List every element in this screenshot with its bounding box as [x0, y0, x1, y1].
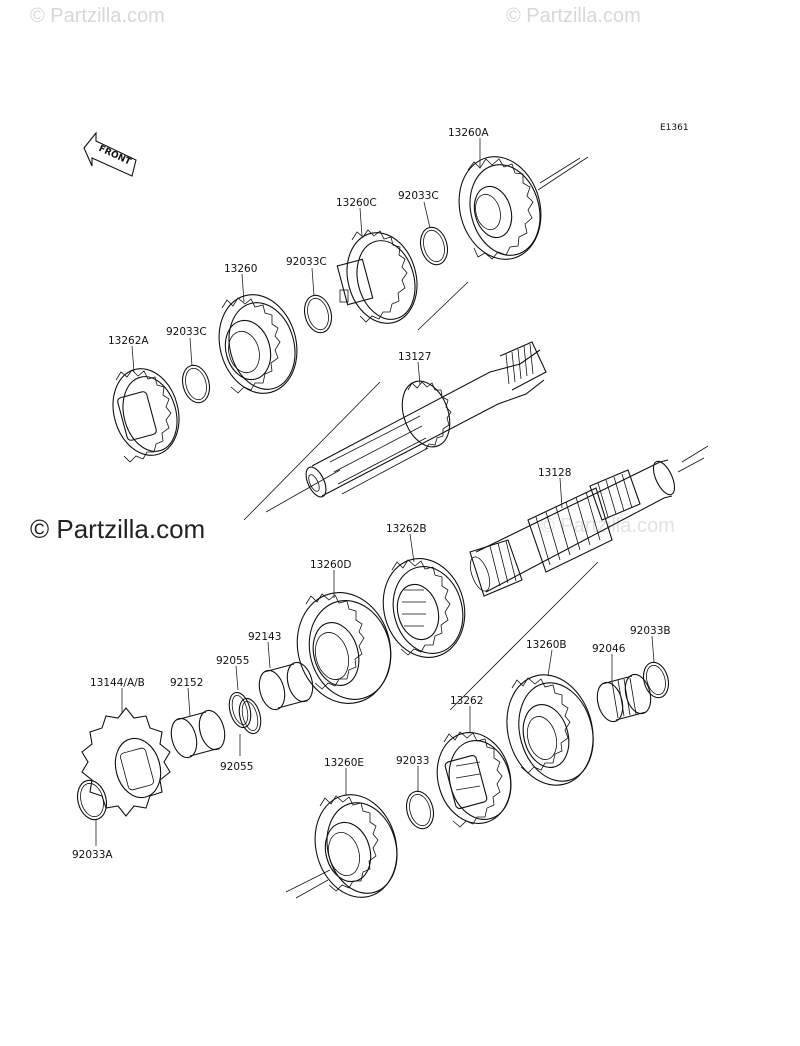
- label-92033: 92033: [396, 755, 429, 767]
- front-arrow-icon: FRONT: [83, 131, 137, 177]
- circlip-92033C-a: [419, 226, 449, 266]
- leader-13260B: [547, 649, 553, 677]
- label-92033C-c: 92033C: [166, 326, 207, 338]
- leader-92033C-b: [311, 267, 315, 297]
- gear-13260: [218, 294, 298, 394]
- gear-13262B: [382, 558, 466, 658]
- gear-13260D: [296, 592, 392, 704]
- watermark-middle-left: © Partzilla.com: [30, 514, 205, 544]
- ring-92055-b: [238, 697, 262, 735]
- label-13260: 13260: [224, 263, 257, 275]
- collar-92143: [258, 661, 314, 711]
- gear-13260B: [506, 674, 594, 786]
- leader-13262A: [131, 345, 135, 373]
- gear-13262: [436, 731, 512, 828]
- label-92033C-a: 92033C: [398, 190, 439, 202]
- circlip-92033A: [76, 779, 108, 821]
- label-92055-a: 92055: [216, 655, 249, 667]
- collar-92152: [170, 709, 226, 759]
- leader-92033C-c: [189, 337, 193, 367]
- label-13144: 13144/A/B: [90, 677, 145, 689]
- label-92033A: 92033A: [72, 849, 113, 861]
- gear-13260A: [458, 156, 542, 260]
- ring-92055-a: [228, 691, 252, 729]
- shaft-13128: [469, 459, 676, 597]
- label-92055-b: 92055: [220, 761, 253, 773]
- watermark-top-right: © Partzilla.com: [506, 5, 641, 27]
- label-92033B: 92033B: [630, 625, 671, 637]
- label-92046: 92046: [592, 643, 626, 655]
- label-13262: 13262: [450, 695, 483, 707]
- label-13260E: 13260E: [324, 757, 364, 769]
- label-13260A: 13260A: [448, 127, 489, 139]
- watermark-top-left: © Partzilla.com: [30, 5, 165, 27]
- leader-13260: [241, 273, 245, 303]
- label-13260D: 13260D: [310, 559, 352, 571]
- leader-13260C: [359, 207, 363, 237]
- label-13262A: 13262A: [108, 335, 149, 347]
- leader-13262B: [409, 533, 415, 563]
- label-13127: 13127: [398, 351, 431, 363]
- label-13260B: 13260B: [526, 639, 567, 651]
- circlip-92033C-b: [303, 294, 333, 334]
- leader-92055-a: [235, 665, 239, 691]
- label-92143: 92143: [248, 631, 281, 643]
- needle-bearing-92046: [596, 673, 652, 723]
- leader-92152: [187, 687, 191, 717]
- label-92152: 92152: [170, 677, 203, 689]
- gear-13260E: [314, 794, 398, 898]
- circlip-92033: [405, 790, 435, 830]
- circlip-92033B: [642, 661, 670, 699]
- leader-13127: [417, 361, 421, 385]
- leader-13128: [559, 477, 563, 509]
- gear-13262A: [112, 368, 180, 463]
- label-13260C: 13260C: [336, 197, 377, 209]
- circlip-92033C-c: [181, 364, 211, 404]
- diagram-code: E1361: [660, 123, 689, 133]
- leader-92033C-a: [423, 201, 431, 229]
- shaft-13127: [305, 341, 547, 498]
- front-label: FRONT: [97, 144, 133, 168]
- leader-92033B: [651, 635, 655, 663]
- leader-92143: [267, 641, 271, 669]
- gear-13260C: [336, 229, 418, 324]
- label-13128: 13128: [538, 467, 571, 479]
- sprocket-13144: [81, 707, 171, 817]
- label-13262B: 13262B: [386, 523, 427, 535]
- label-92033C-b: 92033C: [286, 256, 327, 268]
